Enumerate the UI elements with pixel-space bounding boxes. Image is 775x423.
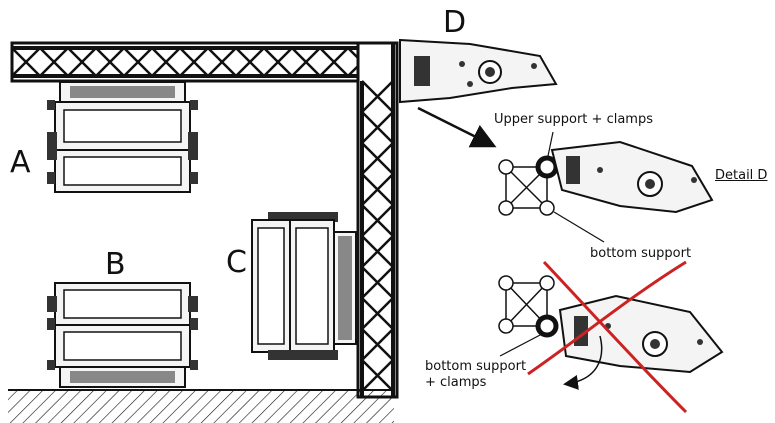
upper-support-note: Upper support + clamps — [494, 112, 653, 127]
vertical-truss — [356, 41, 399, 399]
label-c: C — [226, 245, 247, 280]
detail-fixture-upper — [550, 140, 714, 214]
detail-arrow — [417, 106, 497, 148]
bottom-clamps-leader — [499, 333, 543, 357]
floor-hatch — [8, 389, 394, 423]
bottom-support-clamps-note-line2: + clamps — [425, 375, 487, 390]
detail-correct — [498, 131, 714, 243]
upper-support-leader — [547, 131, 554, 157]
detail-incorrect — [498, 275, 724, 390]
bottom-support-leader — [553, 211, 605, 243]
label-b: B — [105, 247, 126, 282]
truss-section-lower — [498, 275, 559, 338]
fixture-d — [399, 38, 558, 104]
incorrect-cross — [527, 260, 688, 414]
truss-section-upper — [498, 155, 559, 216]
detail-d-note: Detail D — [715, 168, 768, 183]
label-d: D — [443, 5, 467, 40]
fixture-c — [251, 212, 357, 360]
bottom-support-clamps-note-line1: bottom support — [425, 359, 527, 374]
fixture-b — [47, 282, 198, 388]
bottom-support-note: bottom support — [590, 246, 692, 261]
horizontal-truss — [10, 41, 399, 83]
detail-fixture-lower — [558, 294, 724, 374]
fixture-a — [47, 81, 198, 193]
rotation-arrow — [563, 335, 603, 390]
label-a: A — [10, 145, 31, 180]
